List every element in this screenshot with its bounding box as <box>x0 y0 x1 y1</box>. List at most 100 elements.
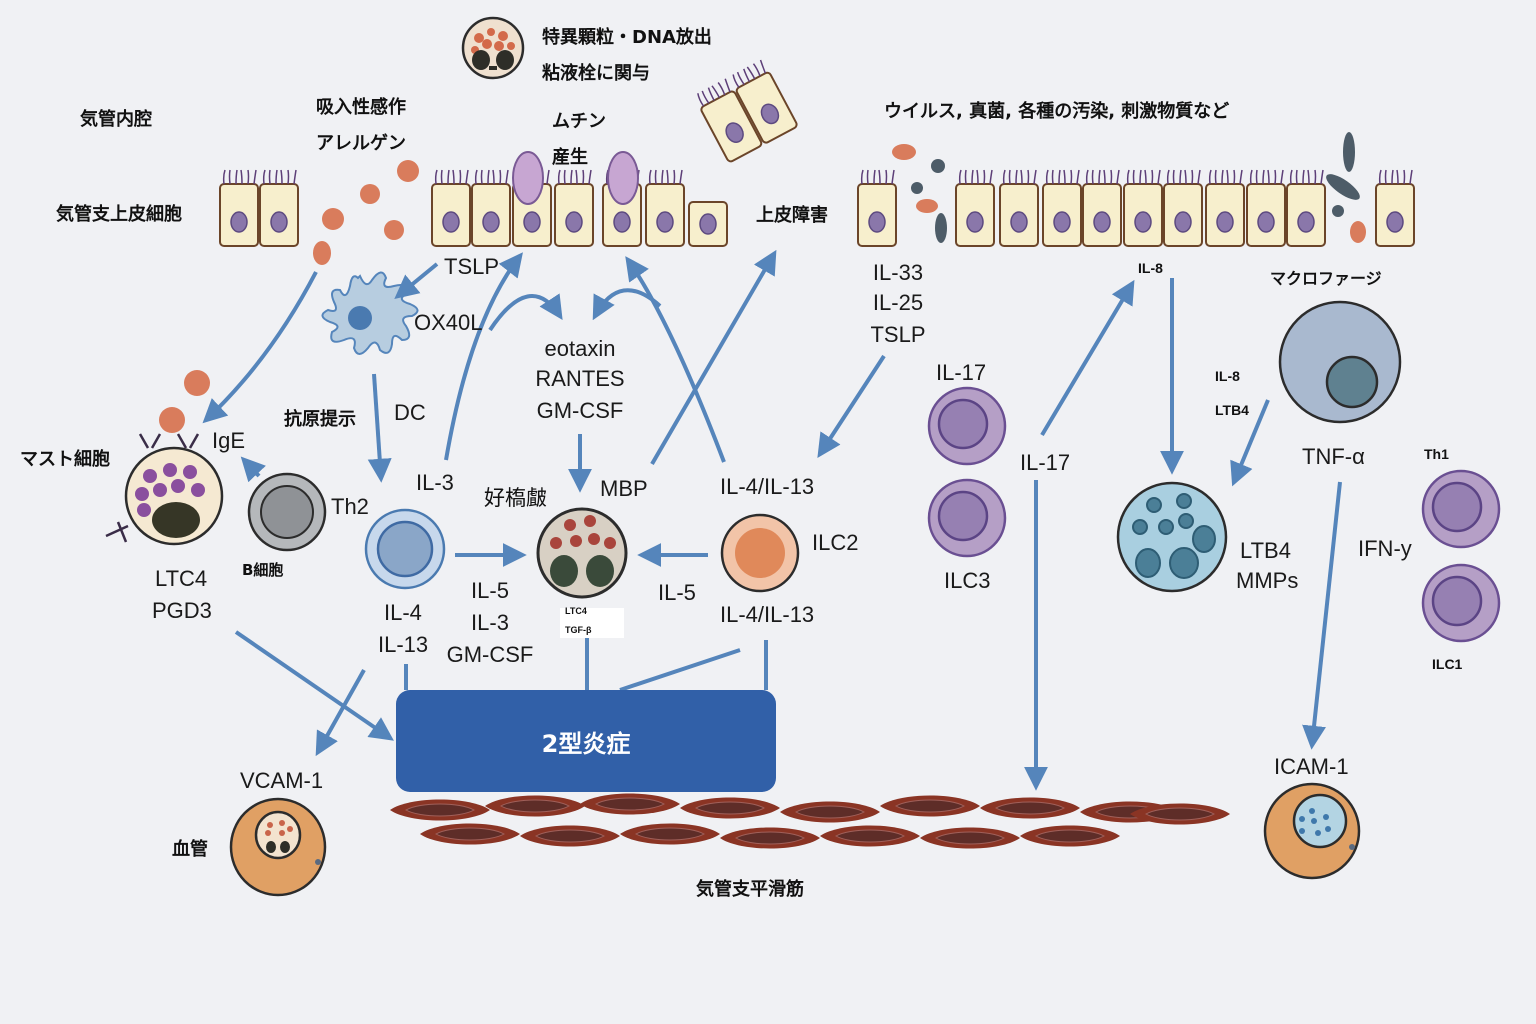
th2-cell <box>364 508 446 590</box>
th1-label: Th1 <box>1424 446 1449 462</box>
epithelium-left <box>219 169 299 247</box>
dendritic-cell <box>321 271 419 355</box>
neutrophil-mmps-label: MMPs <box>1236 568 1299 593</box>
ilc3-il17-label: IL-17 <box>936 360 987 385</box>
chemokine-label-rantes: RANTES <box>535 366 625 391</box>
airway-lumen-label: 気管内腔 <box>80 109 152 130</box>
eosinophil-label: 好槗皻 <box>484 486 547 510</box>
alarmin-il33: IL-33 <box>872 260 924 285</box>
environmental-triggers-label: ウイルス, 真菌, 各種の汚染, 刺激物質など <box>884 101 1230 122</box>
eos-ltc4-label: LTC4 <box>565 606 587 616</box>
icam-label: ICAM-1 <box>1274 754 1349 779</box>
neutrophil <box>1116 481 1228 593</box>
chemokine-label-gmcsf: GM-CSF <box>536 398 624 423</box>
blood-vessel-left <box>229 797 327 897</box>
arrow-mast-to-type2 <box>234 630 394 741</box>
connector-lines <box>404 634 768 692</box>
dc-label: DC <box>394 400 426 425</box>
inhaled-allergen-label-2: アレルゲン <box>316 133 406 154</box>
detached-epithelium <box>692 58 799 164</box>
th2-to-eos-il5: IL-5 <box>471 578 509 603</box>
antigen-presentation-label: 抗原提示 <box>284 409 356 430</box>
arrow-il4-to-eotaxin <box>592 288 662 321</box>
arrow-to-eotaxin-left <box>488 293 563 332</box>
smooth-muscle-label: 気管支平滑筋 <box>696 879 804 900</box>
ilc1-label: ILC1 <box>1432 656 1463 672</box>
il3-label: IL-3 <box>416 470 454 495</box>
ifn-label: IFN-y <box>1358 536 1412 561</box>
vcam-label: VCAM-1 <box>240 768 324 793</box>
eos-tgfb-label: TGF-β <box>565 625 592 635</box>
label-background-patch <box>560 608 624 638</box>
arrow-dc-to-th2 <box>367 373 392 483</box>
chemokine-label-eotaxin: eotaxin <box>544 336 616 361</box>
mast-cell-label: マスト細胞 <box>20 449 110 470</box>
granule-release-label-2: 粘液栓に関与 <box>542 63 650 84</box>
ige-label: IgE <box>212 428 246 453</box>
blood-vessel-label: 血管 <box>172 839 208 860</box>
eosinophil-degranulation-icon <box>461 16 525 80</box>
b-cell <box>247 472 327 552</box>
th2-il4-label: IL-4 <box>384 600 422 625</box>
alarmin-il25: IL-25 <box>872 290 924 315</box>
mucin-label-1: ムチン <box>552 111 606 132</box>
allergen-particles <box>159 160 419 433</box>
arrow-tslp-to-dc <box>394 262 439 300</box>
th2-label: Th2 <box>331 494 369 519</box>
arrow-il17-to-il8 <box>1040 279 1135 437</box>
macrophage-label: マクロファージ <box>1270 269 1382 288</box>
macro-ltb4-label: LTB4 <box>1215 402 1249 418</box>
th2-to-eos-il3: IL-3 <box>471 610 509 635</box>
mast-ltc4-label: LTC4 <box>155 566 208 591</box>
smooth-muscle-layer <box>389 793 1231 849</box>
mast-cell <box>105 433 224 546</box>
type2-inflammation-label: 2型炎症 <box>541 729 631 758</box>
arrow-mbp-to-damage <box>650 249 777 466</box>
tnf-label: TNF-α <box>1302 444 1365 469</box>
blood-vessel-right <box>1263 782 1361 880</box>
arrows <box>202 249 1342 791</box>
th2-il13-label: IL-13 <box>378 632 429 657</box>
il4-il13-upper-label: IL-4/IL-13 <box>720 474 815 499</box>
arrow-to-eotaxin-right <box>625 256 726 463</box>
th1-cell <box>1421 469 1501 549</box>
eosinophil <box>536 507 628 599</box>
epithelium-center <box>431 151 728 247</box>
ilc3-cell-lower <box>927 478 1007 558</box>
mucin-label-2: 産生 <box>552 147 588 168</box>
arrow-bcell-to-ige <box>240 456 266 483</box>
ox40l-label: OX40L <box>414 310 483 335</box>
arrow-alarmins-to-ilc2 <box>817 354 886 459</box>
ilc3-label: ILC3 <box>944 568 991 593</box>
il4-il13-lower-label: IL-4/IL-13 <box>720 602 815 627</box>
b-cell-label: B細胞 <box>242 561 284 579</box>
mbp-label: MBP <box>600 476 648 501</box>
th2-to-eos-gmcsf: GM-CSF <box>446 642 534 667</box>
granule-release-label-1: 特異顆粒・DNA放出 <box>542 27 712 48</box>
ilc1-cell <box>1421 563 1501 643</box>
inhaled-allergen-label-1: 吸入性感作 <box>316 97 406 118</box>
il17-mid-label: IL-17 <box>1020 450 1071 475</box>
il5-ilc2-label: IL-5 <box>658 580 696 605</box>
il8-top-label: IL-8 <box>1138 260 1163 276</box>
goblet-cell-mucin <box>607 151 639 205</box>
arrow-th2-to-vcam <box>315 669 366 757</box>
pollutant-particles <box>892 132 1366 243</box>
mast-pgd-label: PGD3 <box>152 598 212 623</box>
neutrophil-ltb4-label: LTB4 <box>1240 538 1291 563</box>
epithelial-damage-label: 上皮障害 <box>756 205 828 226</box>
goblet-cell-mucin <box>512 151 544 205</box>
arrow-il3-to-epithelium <box>444 252 523 461</box>
ilc2-label: ILC2 <box>812 530 859 555</box>
macrophage <box>1278 300 1402 424</box>
ilc3-cell-upper <box>927 386 1007 466</box>
arrow-allergen-to-mast <box>202 271 318 424</box>
macro-il8-label: IL-8 <box>1215 368 1240 384</box>
arrow-tnf-to-icam <box>1302 481 1342 750</box>
tslp-label: TSLP <box>444 254 500 279</box>
alarmin-tslp: TSLP <box>870 322 926 347</box>
arrow-macro-to-neutrophil <box>1230 399 1270 487</box>
bronchial-epithelium-label: 気管支上皮細胞 <box>56 204 182 225</box>
ilc2-cell <box>720 513 800 593</box>
